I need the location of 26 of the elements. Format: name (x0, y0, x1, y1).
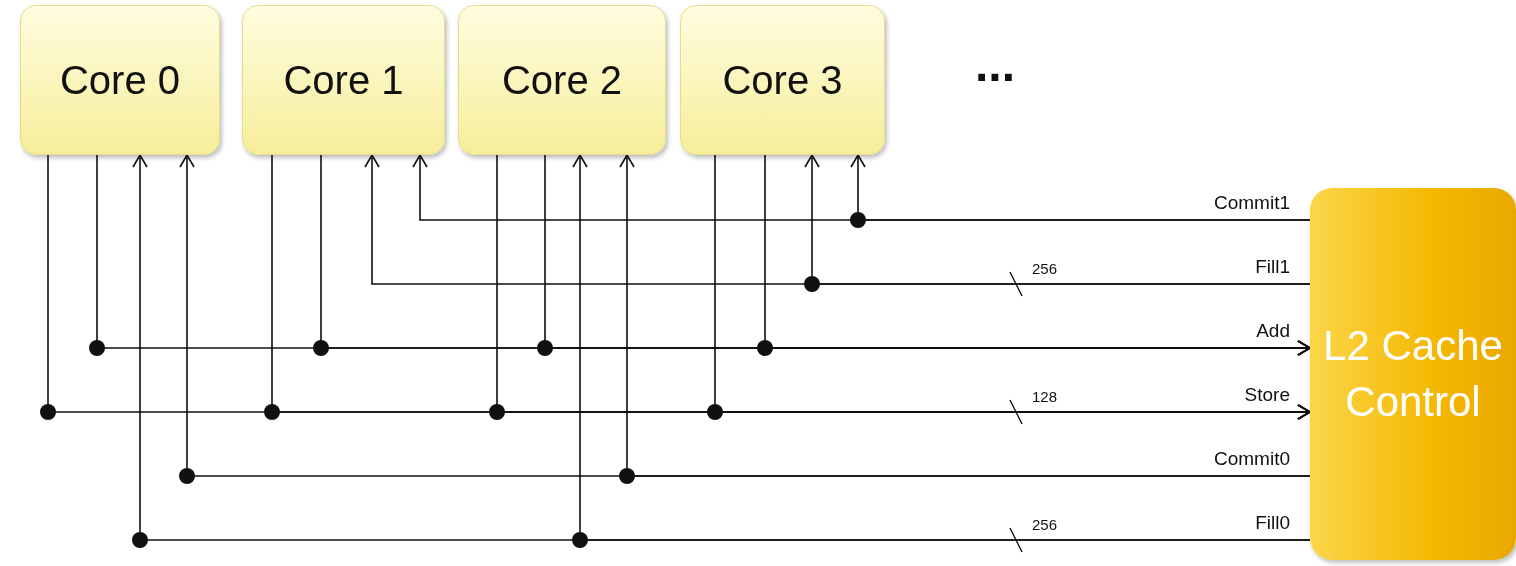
node-label: Core 2 (501, 57, 623, 103)
bus-width-label: 128 (1032, 388, 1058, 405)
edge-label: Commit0 (1214, 448, 1290, 470)
bus-line (714, 154, 1311, 420)
core-box (680, 5, 885, 155)
core-box (20, 5, 220, 155)
node-label: Core 3 (722, 57, 843, 103)
ellipsis-text: ... (975, 50, 1015, 80)
bus-line (572, 154, 1311, 541)
bus-width-label: 256 (1032, 260, 1058, 277)
edge-label: Add (1256, 320, 1290, 342)
bus-line (804, 154, 1311, 285)
edge-label: Store (1244, 384, 1290, 406)
edge-label: Fill1 (1255, 256, 1290, 278)
edge-label: Fill0 (1255, 512, 1290, 534)
bus-line (619, 154, 1311, 477)
edge-label: Commit1 (1214, 192, 1290, 214)
node-label: Core 1 (283, 57, 404, 103)
bus-width-label: 256 (1032, 516, 1058, 533)
node-label: L2 Cache Control (1322, 321, 1504, 427)
core-box (242, 5, 445, 155)
bus-line (764, 154, 1311, 356)
bus-line (850, 154, 1311, 221)
cache-controller-box (1310, 188, 1516, 560)
core-box (458, 5, 666, 155)
node-label: Core 0 (59, 57, 181, 103)
